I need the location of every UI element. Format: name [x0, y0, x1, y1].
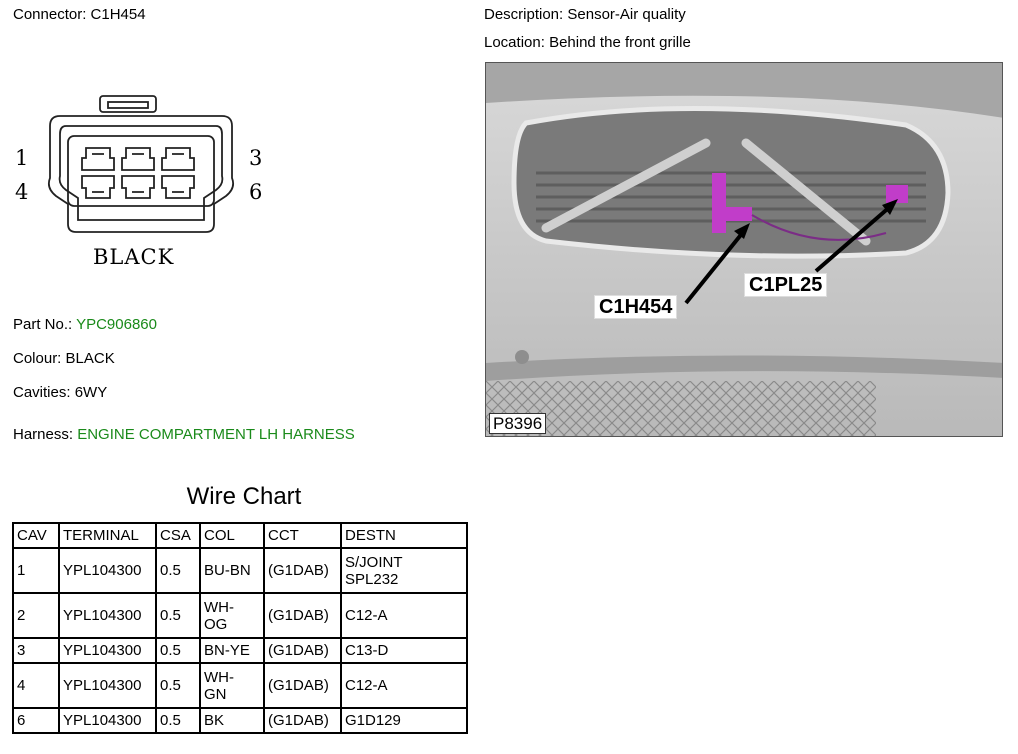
table-row: 3 YPL104300 0.5 BN-YE (G1DAB) C13-D — [12, 637, 468, 664]
cavities-value: 6WY — [74, 384, 108, 401]
connector-label: Connector: — [13, 6, 87, 23]
table-row: 4 YPL104300 0.5 WH-GN (G1DAB) C12-A — [12, 662, 468, 709]
description-label: Description: — [484, 6, 564, 23]
connector-face-diagram: 1 4 3 6 — [10, 92, 270, 247]
header-col: COL — [199, 522, 265, 549]
col-line: WH- — [204, 598, 234, 616]
cell-cav: 3 — [12, 637, 60, 664]
cell-terminal: YPL104300 — [58, 592, 157, 639]
harness-label: Harness: — [13, 426, 74, 443]
part-no-line: Part No.: YPC906860 — [13, 316, 157, 334]
header-cct: CCT — [263, 522, 342, 549]
cell-col: WH-OG — [199, 592, 265, 639]
header-cav: CAV — [12, 522, 60, 549]
cell-terminal: YPL104300 — [58, 637, 157, 664]
header-terminal: TERMINAL — [58, 522, 157, 549]
harness-link[interactable]: ENGINE COMPARTMENT LH HARNESS — [77, 426, 355, 443]
cell-col: BU-BN — [199, 547, 265, 594]
cell-destn: C13-D — [340, 637, 468, 664]
cell-cav: 4 — [12, 662, 60, 709]
callout-c1h454: C1H454 — [594, 295, 678, 319]
part-no-label: Part No.: — [13, 316, 73, 333]
cell-terminal: YPL104300 — [58, 662, 157, 709]
connector-colour-label: BLACK — [93, 245, 175, 269]
location-line: Location: Behind the front grille — [484, 34, 691, 52]
cell-destn: C12-A — [340, 592, 468, 639]
wire-chart-title: Wire Chart — [186, 483, 302, 510]
cell-col: BK — [199, 707, 265, 734]
header-csa: CSA — [155, 522, 201, 549]
col-line: WH- — [204, 668, 234, 686]
cavities-label: Cavities: — [13, 384, 71, 401]
callout-c1pl25: C1PL25 — [744, 273, 828, 297]
col-line: BK — [204, 712, 225, 729]
cell-csa: 0.5 — [155, 707, 201, 734]
table-row: 2 YPL104300 0.5 WH-OG (G1DAB) C12-A — [12, 592, 468, 639]
front-grille-illustration — [486, 63, 1002, 436]
cell-cct: (G1DAB) — [263, 662, 342, 709]
harness-line: Harness: ENGINE COMPARTMENT LH HARNESS — [13, 426, 355, 444]
pin-label-bottom-right: 6 — [249, 180, 263, 204]
part-no-link[interactable]: YPC906860 — [76, 316, 157, 333]
photo-reference: P8396 — [489, 413, 547, 434]
connector-outline-icon — [47, 95, 235, 233]
cell-cct: (G1DAB) — [263, 707, 342, 734]
col-line: OG — [204, 615, 228, 633]
col-line: BN-YE — [204, 642, 250, 659]
cell-cav: 1 — [12, 547, 60, 594]
destn-line: G1D129 — [345, 712, 401, 729]
cell-cav: 6 — [12, 707, 60, 734]
cell-terminal: YPL104300 — [58, 547, 157, 594]
cell-cct: (G1DAB) — [263, 547, 342, 594]
location-photo: C1H454 C1PL25 P8396 — [485, 62, 1003, 437]
wire-chart-table: CAV TERMINAL CSA COL CCT DESTN 1 YPL1043… — [12, 522, 468, 734]
connector-id: C1H454 — [90, 6, 146, 23]
header-destn: DESTN — [340, 522, 468, 549]
destn-line: S/JOINT — [345, 553, 403, 571]
cell-cct: (G1DAB) — [263, 592, 342, 639]
pin-label-top-left: 1 — [15, 146, 29, 170]
cell-csa: 0.5 — [155, 592, 201, 639]
table-header-row: CAV TERMINAL CSA COL CCT DESTN — [12, 522, 468, 549]
pin-label-top-right: 3 — [249, 146, 263, 170]
cell-destn: G1D129 — [340, 707, 468, 734]
destn-line: C12-A — [345, 607, 388, 624]
cell-csa: 0.5 — [155, 637, 201, 664]
colour-value: BLACK — [65, 350, 115, 367]
location-value: Behind the front grille — [549, 34, 691, 51]
cell-destn: C12-A — [340, 662, 468, 709]
cell-cct: (G1DAB) — [263, 637, 342, 664]
cell-col: BN-YE — [199, 637, 265, 664]
description-line: Description: Sensor-Air quality — [484, 6, 686, 24]
destn-line: C13-D — [345, 642, 389, 659]
cell-csa: 0.5 — [155, 662, 201, 709]
destn-line: SPL232 — [345, 570, 399, 588]
location-label: Location: — [484, 34, 545, 51]
col-line: BU-BN — [204, 562, 251, 579]
cell-csa: 0.5 — [155, 547, 201, 594]
colour-label: Colour: — [13, 350, 62, 367]
cavities-line: Cavities: 6WY — [13, 384, 107, 402]
cell-cav: 2 — [12, 592, 60, 639]
connector-line: Connector: C1H454 — [13, 6, 146, 24]
destn-line: C12-A — [345, 677, 388, 694]
col-line: GN — [204, 685, 227, 703]
colour-line: Colour: BLACK — [13, 350, 115, 368]
description-value: Sensor-Air quality — [567, 6, 686, 23]
table-row: 6 YPL104300 0.5 BK (G1DAB) G1D129 — [12, 707, 468, 734]
cell-terminal: YPL104300 — [58, 707, 157, 734]
cell-col: WH-GN — [199, 662, 265, 709]
pin-label-bottom-left: 4 — [15, 180, 29, 204]
